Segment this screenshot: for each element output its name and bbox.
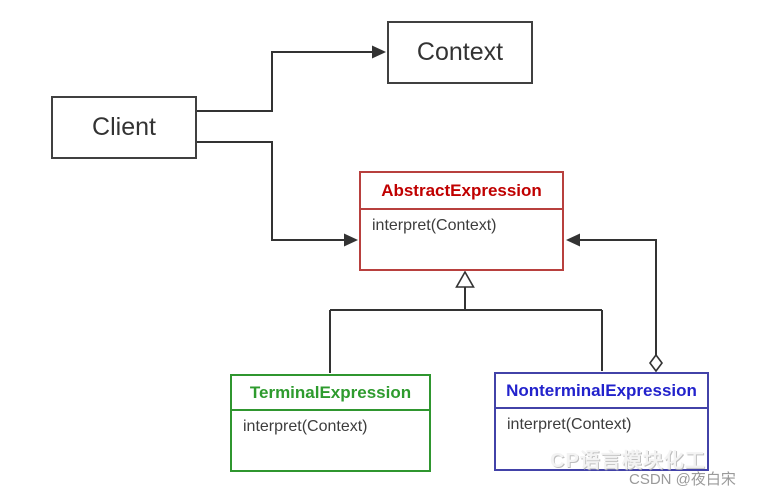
class-box-context: Context [387, 21, 533, 84]
class-box-client: Client [51, 96, 197, 159]
edge-nonterminal-aggregation [566, 233, 663, 373]
class-method-abstract-expression: interpret(Context) [372, 217, 497, 234]
class-method-nonterminal-expression: interpret(Context) [507, 416, 632, 433]
class-title-context: Context [416, 38, 504, 66]
edge-client-abstractexpression [197, 141, 358, 247]
class-title-terminal-expression: TerminalExpression [232, 376, 429, 411]
watermark-csdn: CSDN @夜白宋 [629, 471, 736, 488]
class-title-nonterminal-expression: NonterminalExpression [496, 374, 707, 409]
class-box-abstract-expression: AbstractExpression interpret(Context) [359, 171, 564, 271]
edge-generalization [329, 270, 603, 373]
edge-client-context [197, 45, 386, 112]
aggregation-diamond-icon [649, 353, 663, 373]
class-box-nonterminal-expression: NonterminalExpression interpret(Context) [494, 372, 709, 471]
class-title-abstract-expression: AbstractExpression [361, 173, 562, 210]
class-title-client: Client [92, 113, 156, 141]
watermark-embossed: CP语言模块化工 [550, 450, 706, 472]
class-method-terminal-expression: interpret(Context) [243, 418, 368, 435]
class-box-terminal-expression: TerminalExpression interpret(Context) [230, 374, 431, 472]
generalization-triangle-icon [455, 270, 475, 288]
